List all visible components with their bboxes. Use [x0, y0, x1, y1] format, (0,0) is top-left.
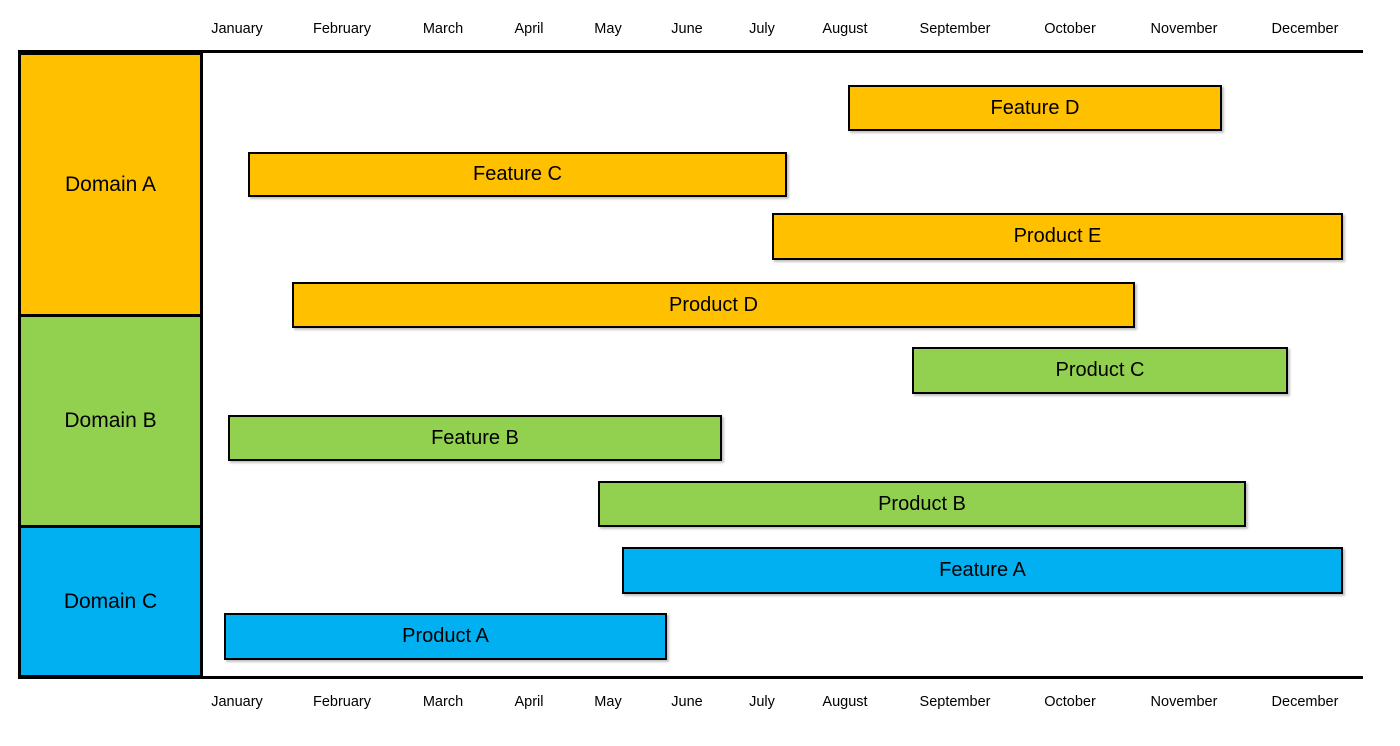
month-label-top-june: June — [671, 21, 703, 37]
bar-label-product-c: Product C — [1055, 359, 1145, 381]
bar-feature-b: Feature B — [228, 415, 722, 461]
month-label-top-september: September — [919, 21, 991, 37]
domain-block-domain-c: Domain C — [18, 528, 203, 678]
domain-label-domain-c: Domain C — [63, 589, 158, 613]
month-label-bottom-january: January — [211, 694, 263, 710]
month-label-bottom-august: August — [822, 694, 868, 710]
bar-label-product-e: Product E — [1013, 225, 1102, 247]
month-label-top-march: March — [422, 21, 464, 37]
month-label-bottom-may: May — [594, 694, 622, 710]
month-label-bottom-september: September — [919, 694, 991, 710]
bar-product-b: Product B — [598, 481, 1246, 527]
month-label-bottom-july: July — [749, 694, 775, 710]
bar-label-product-a: Product A — [402, 625, 489, 647]
bar-product-e: Product E — [772, 213, 1343, 260]
month-label-bottom-june: June — [671, 694, 703, 710]
bar-label-product-b: Product B — [878, 492, 966, 515]
month-label-top-august: August — [822, 21, 868, 37]
bar-label-feature-b: Feature B — [431, 426, 519, 449]
bar-product-a: Product A — [224, 613, 667, 660]
month-label-top-january: January — [211, 21, 263, 37]
bar-feature-d: Feature D — [848, 85, 1222, 131]
bar-label-feature-c: Feature C — [473, 163, 562, 185]
month-label-top-april: April — [514, 21, 544, 37]
bar-feature-a: Feature A — [622, 547, 1343, 594]
month-label-top-july: July — [749, 21, 775, 37]
month-label-bottom-november: November — [1150, 694, 1218, 710]
month-label-bottom-february: February — [312, 694, 372, 710]
month-label-top-february: February — [312, 21, 372, 37]
month-label-top-december: December — [1271, 21, 1339, 37]
domain-label-domain-a: Domain A — [64, 172, 157, 196]
bar-label-product-d: Product D — [669, 293, 758, 316]
month-label-top-october: October — [1044, 21, 1096, 37]
axis-line-bottom — [18, 676, 1363, 679]
month-label-bottom-march: March — [422, 694, 464, 710]
bar-feature-c: Feature C — [248, 152, 787, 197]
bar-product-d: Product D — [292, 282, 1135, 328]
month-label-top-may: May — [594, 21, 622, 37]
domain-block-domain-a: Domain A — [18, 52, 203, 317]
bar-label-feature-d: Feature D — [990, 96, 1080, 119]
bar-product-c: Product C — [912, 347, 1288, 394]
month-label-bottom-december: December — [1271, 694, 1339, 710]
domain-block-domain-b: Domain B — [18, 317, 203, 528]
month-label-bottom-october: October — [1044, 694, 1096, 710]
month-label-bottom-april: April — [514, 694, 544, 710]
axis-line-top — [18, 50, 1363, 53]
bar-label-feature-a: Feature A — [939, 559, 1026, 581]
domain-label-domain-b: Domain B — [64, 409, 157, 432]
month-label-top-november: November — [1150, 21, 1218, 37]
